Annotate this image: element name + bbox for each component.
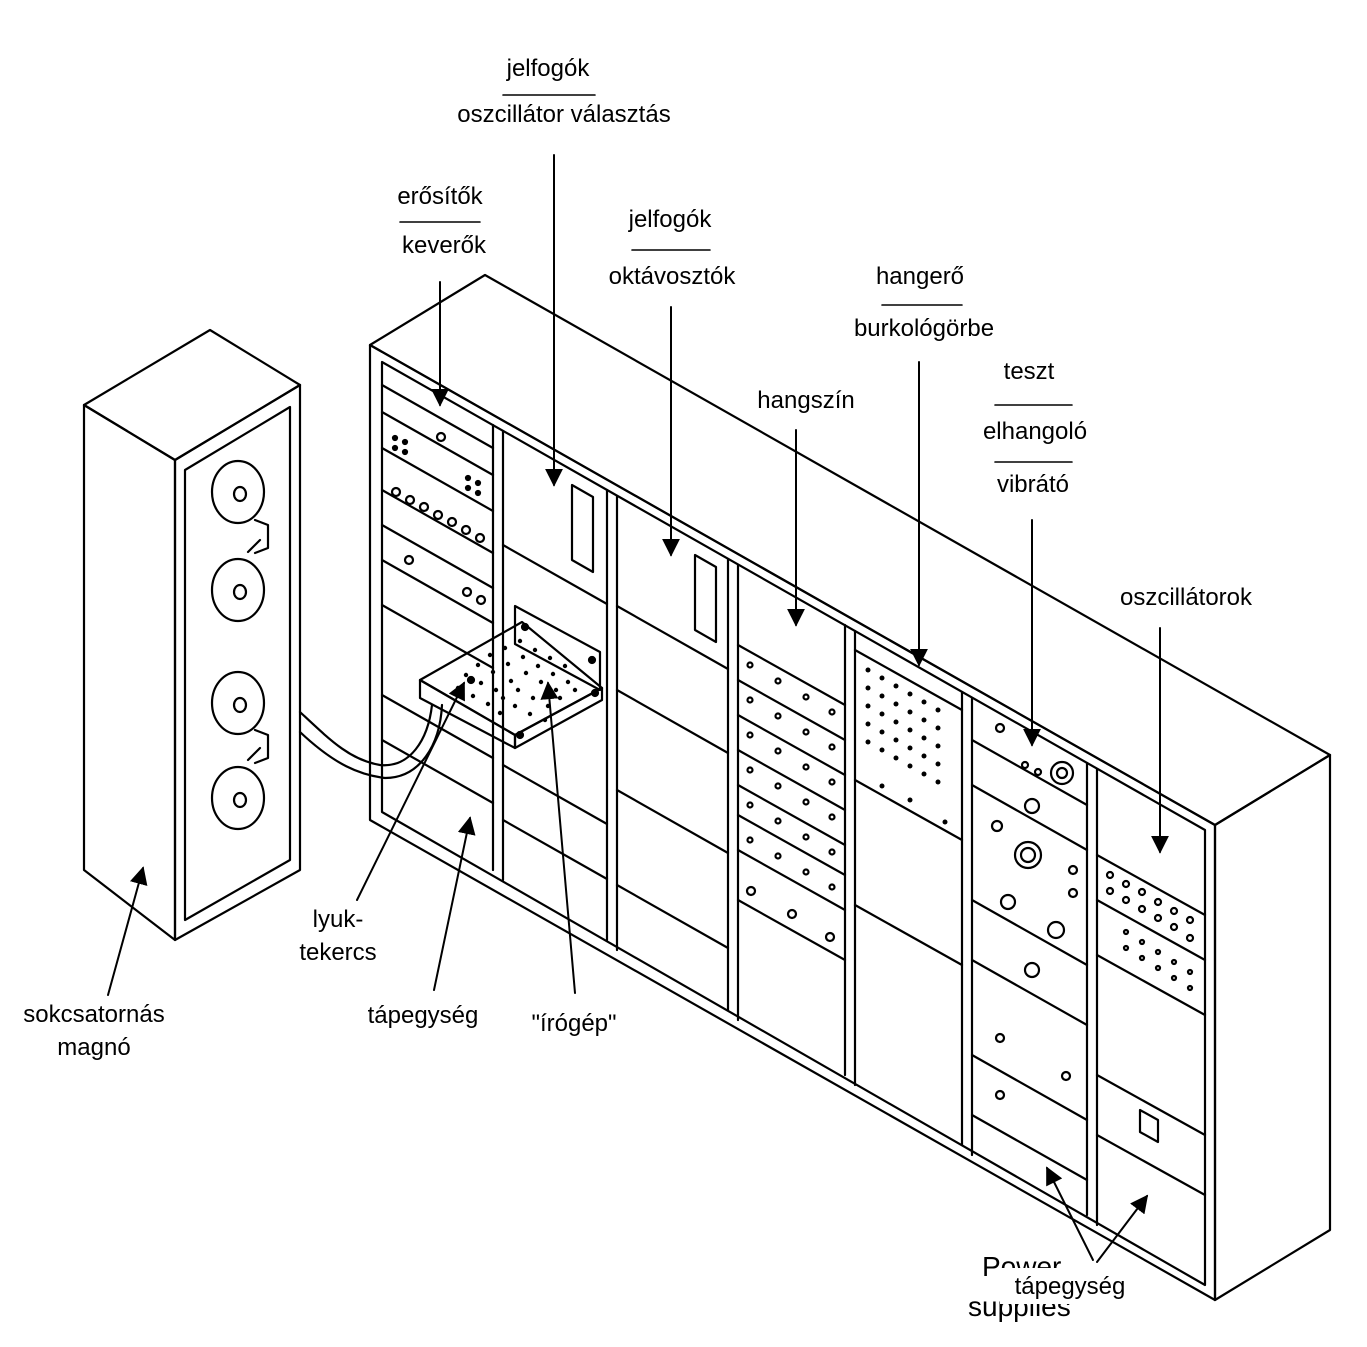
label-amplifiers: erősítők (397, 183, 483, 210)
label-oscillator-select: oszcillátor választás (457, 101, 671, 128)
label-recorder: magnó (57, 1034, 131, 1061)
label-multitrack-tape: sokcsatornás (23, 1001, 165, 1028)
tape-recorder (82, 328, 302, 942)
label-detune: elhangoló (982, 418, 1088, 445)
label-tape-roll: tekercs (299, 939, 377, 966)
label-octave-dividers: oktávosztók (608, 263, 736, 290)
tape-reel-icon (210, 459, 270, 831)
label-vibrato: vibrátó (996, 471, 1070, 498)
label-volume: hangerő (875, 263, 965, 290)
label-punch: lyuk- (312, 906, 364, 933)
pointer-arrows (107, 154, 1169, 1263)
envelope-dot-grid (865, 667, 948, 825)
label-oscillators: oszcillátorok (1119, 584, 1253, 611)
label-relays-mid: jelfogók (628, 206, 712, 233)
label-typewriter: "írógép" (531, 1010, 617, 1037)
label-envelope: burkológörbe (853, 315, 995, 342)
punch-tape-tray (418, 604, 604, 750)
label-power-supply-left: tápegység (367, 1002, 479, 1029)
label-relays-top: jelfogók (506, 55, 590, 82)
label-timbre: hangszín (757, 387, 855, 414)
label-mixers: keverők (401, 232, 487, 259)
main-cabinet (368, 273, 1332, 1302)
label-test: teszt (1003, 358, 1055, 385)
label-power-supply-right: tápegység (1014, 1273, 1126, 1300)
label-dividers (399, 94, 1073, 463)
panel-holes (390, 431, 1195, 1101)
label-mask (1000, 1268, 1140, 1304)
